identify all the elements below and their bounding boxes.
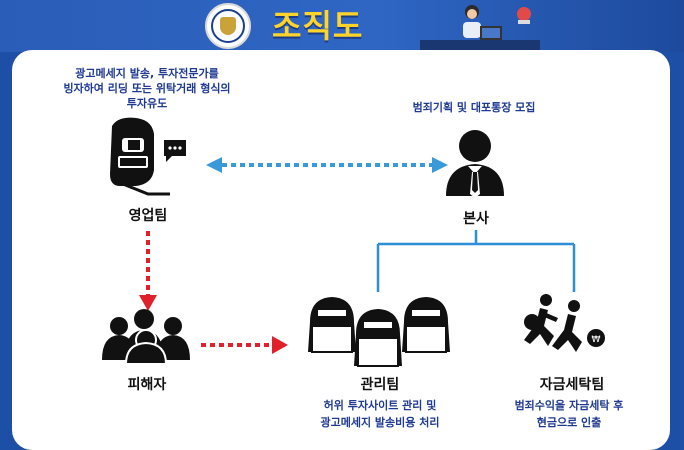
victim-label: 피해자 [127, 377, 167, 393]
laundering-desc-line: 현금으로 인출 [536, 416, 602, 429]
hq-connector [376, 230, 576, 292]
sales-description: 광고메세지 발송, 투자전문가를 빙자하여 리딩 또는 위탁거래 형식의 투자유… [56, 66, 238, 111]
laundering-desc-line: 범죄수익을 자금세탁 후 [514, 399, 624, 412]
admin-desc-line: 광고메세지 발송비용 처리 [320, 416, 440, 429]
hq-label: 본사 [463, 211, 489, 227]
hq-description: 범죄기획 및 대포통장 모집 [412, 101, 536, 114]
org-chart-card [12, 50, 670, 450]
sales-team-label: 영업팀 [128, 208, 168, 224]
runners-money-bag-icon: ₩ [524, 294, 605, 352]
sales-desc-line: 투자유도 [126, 97, 168, 110]
police-emblem-icon [205, 3, 251, 49]
sales-hq-arrow [206, 157, 448, 173]
sales-desc-line: 빙자하여 리딩 또는 위탁거래 형식의 [63, 82, 231, 95]
admin-desc-line: 허위 투자사이트 관리 및 [323, 399, 437, 412]
diagram-connectors: ₩ [102, 117, 605, 367]
officer-at-desk-icon [420, 5, 540, 52]
hacker-team-icon [308, 297, 450, 367]
sales-agent-icon [110, 117, 186, 196]
victim-admin-arrow [201, 336, 288, 354]
laundering-description: 범죄수익을 자금세탁 후 현금으로 인출 [494, 397, 644, 431]
header-bar: 조직도 [0, 0, 684, 52]
sales-desc-line: 광고메세지 발송, 투자전문가를 [75, 67, 219, 80]
page-title: 조직도 [272, 7, 364, 45]
laundering-team-label: 자금세탁팀 [539, 377, 605, 393]
businessman-icon [446, 130, 504, 198]
victim-group-icon [102, 309, 190, 365]
admin-description: 허위 투자사이트 관리 및 광고메세지 발송비용 처리 [304, 397, 456, 431]
svg-text:₩: ₩ [592, 335, 601, 345]
sales-victim-arrow [139, 231, 157, 311]
admin-team-label: 관리팀 [360, 377, 400, 393]
